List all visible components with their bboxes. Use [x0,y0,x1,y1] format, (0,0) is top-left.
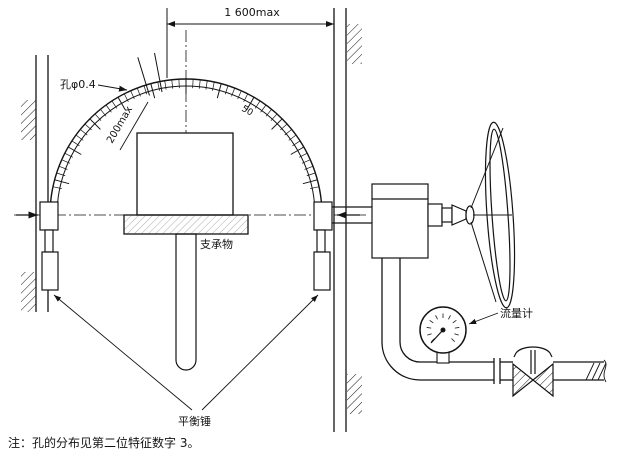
support-label: 支承物 [200,237,233,251]
right-weight-link [316,229,326,253]
hole-axis-mark-1 [137,57,150,96]
specimen-and-support: 支承物 [123,132,249,371]
pipe-break-end [585,359,607,383]
left-counterweight [41,251,59,291]
hole-axis-mark-2 [154,52,163,93]
gauge-needle [430,329,444,344]
support-frame-rails [21,8,362,432]
elbow-outer [381,341,421,381]
pivots-and-counterweights [16,201,360,291]
gauge-needle-pivot [440,327,446,333]
wheel-hub [465,205,475,225]
wall-hatch-right-top [347,24,362,64]
gearbox-body [371,183,429,259]
tube-outer-arc [49,78,323,216]
hole-leader-line [97,84,128,92]
counterweight-leader-right [201,294,319,411]
counterweight-callout: 平衡锤 [53,294,319,428]
valve-body-left [512,362,534,398]
flow-meter [419,306,467,364]
flow-meter-leader [468,312,499,325]
test-specimen-box [136,132,234,216]
valve-body-right [532,362,554,398]
spray-tube: 50 [49,78,323,216]
valve-handle [515,346,551,354]
hole-label: 孔φ0.4 [60,78,96,91]
flow-meter-label: 流量计 [500,306,533,320]
tube-graduations [53,79,319,189]
shaft-cone [451,204,467,226]
left-pivot-block [39,201,59,231]
support-table [123,214,249,235]
wall-hatch-right-bottom [347,374,362,414]
left-weight-link [44,229,54,253]
scale-mark-label: 50 [240,104,255,119]
dimension-200-line [119,101,149,151]
drive-unit [332,121,516,309]
elbow-inner [399,341,421,363]
dimension-width-label: 1 600max [224,6,280,19]
valve [512,346,554,398]
dimension-top: 1 600max [166,6,334,78]
shaft-collar [427,203,443,227]
figure-note: 注：孔的分布见第二位特征数字 3。 [8,435,199,450]
wall-hatch-left-top [21,100,36,140]
wall-hatch-left-bottom [21,272,36,312]
valve-stem [513,346,553,374]
right-counterweight [313,251,331,291]
handwheel-rim [484,121,516,309]
hole-callout: 孔φ0.4 [60,52,163,96]
shaft-section [441,207,453,223]
right-pivot-block [313,201,333,231]
flow-meter-callout: 流量计 [468,306,533,325]
support-stand-column [175,233,197,371]
counterweight-leader-left [53,294,193,411]
counterweight-label: 平衡锤 [178,414,211,428]
supply-pipework [381,258,607,384]
